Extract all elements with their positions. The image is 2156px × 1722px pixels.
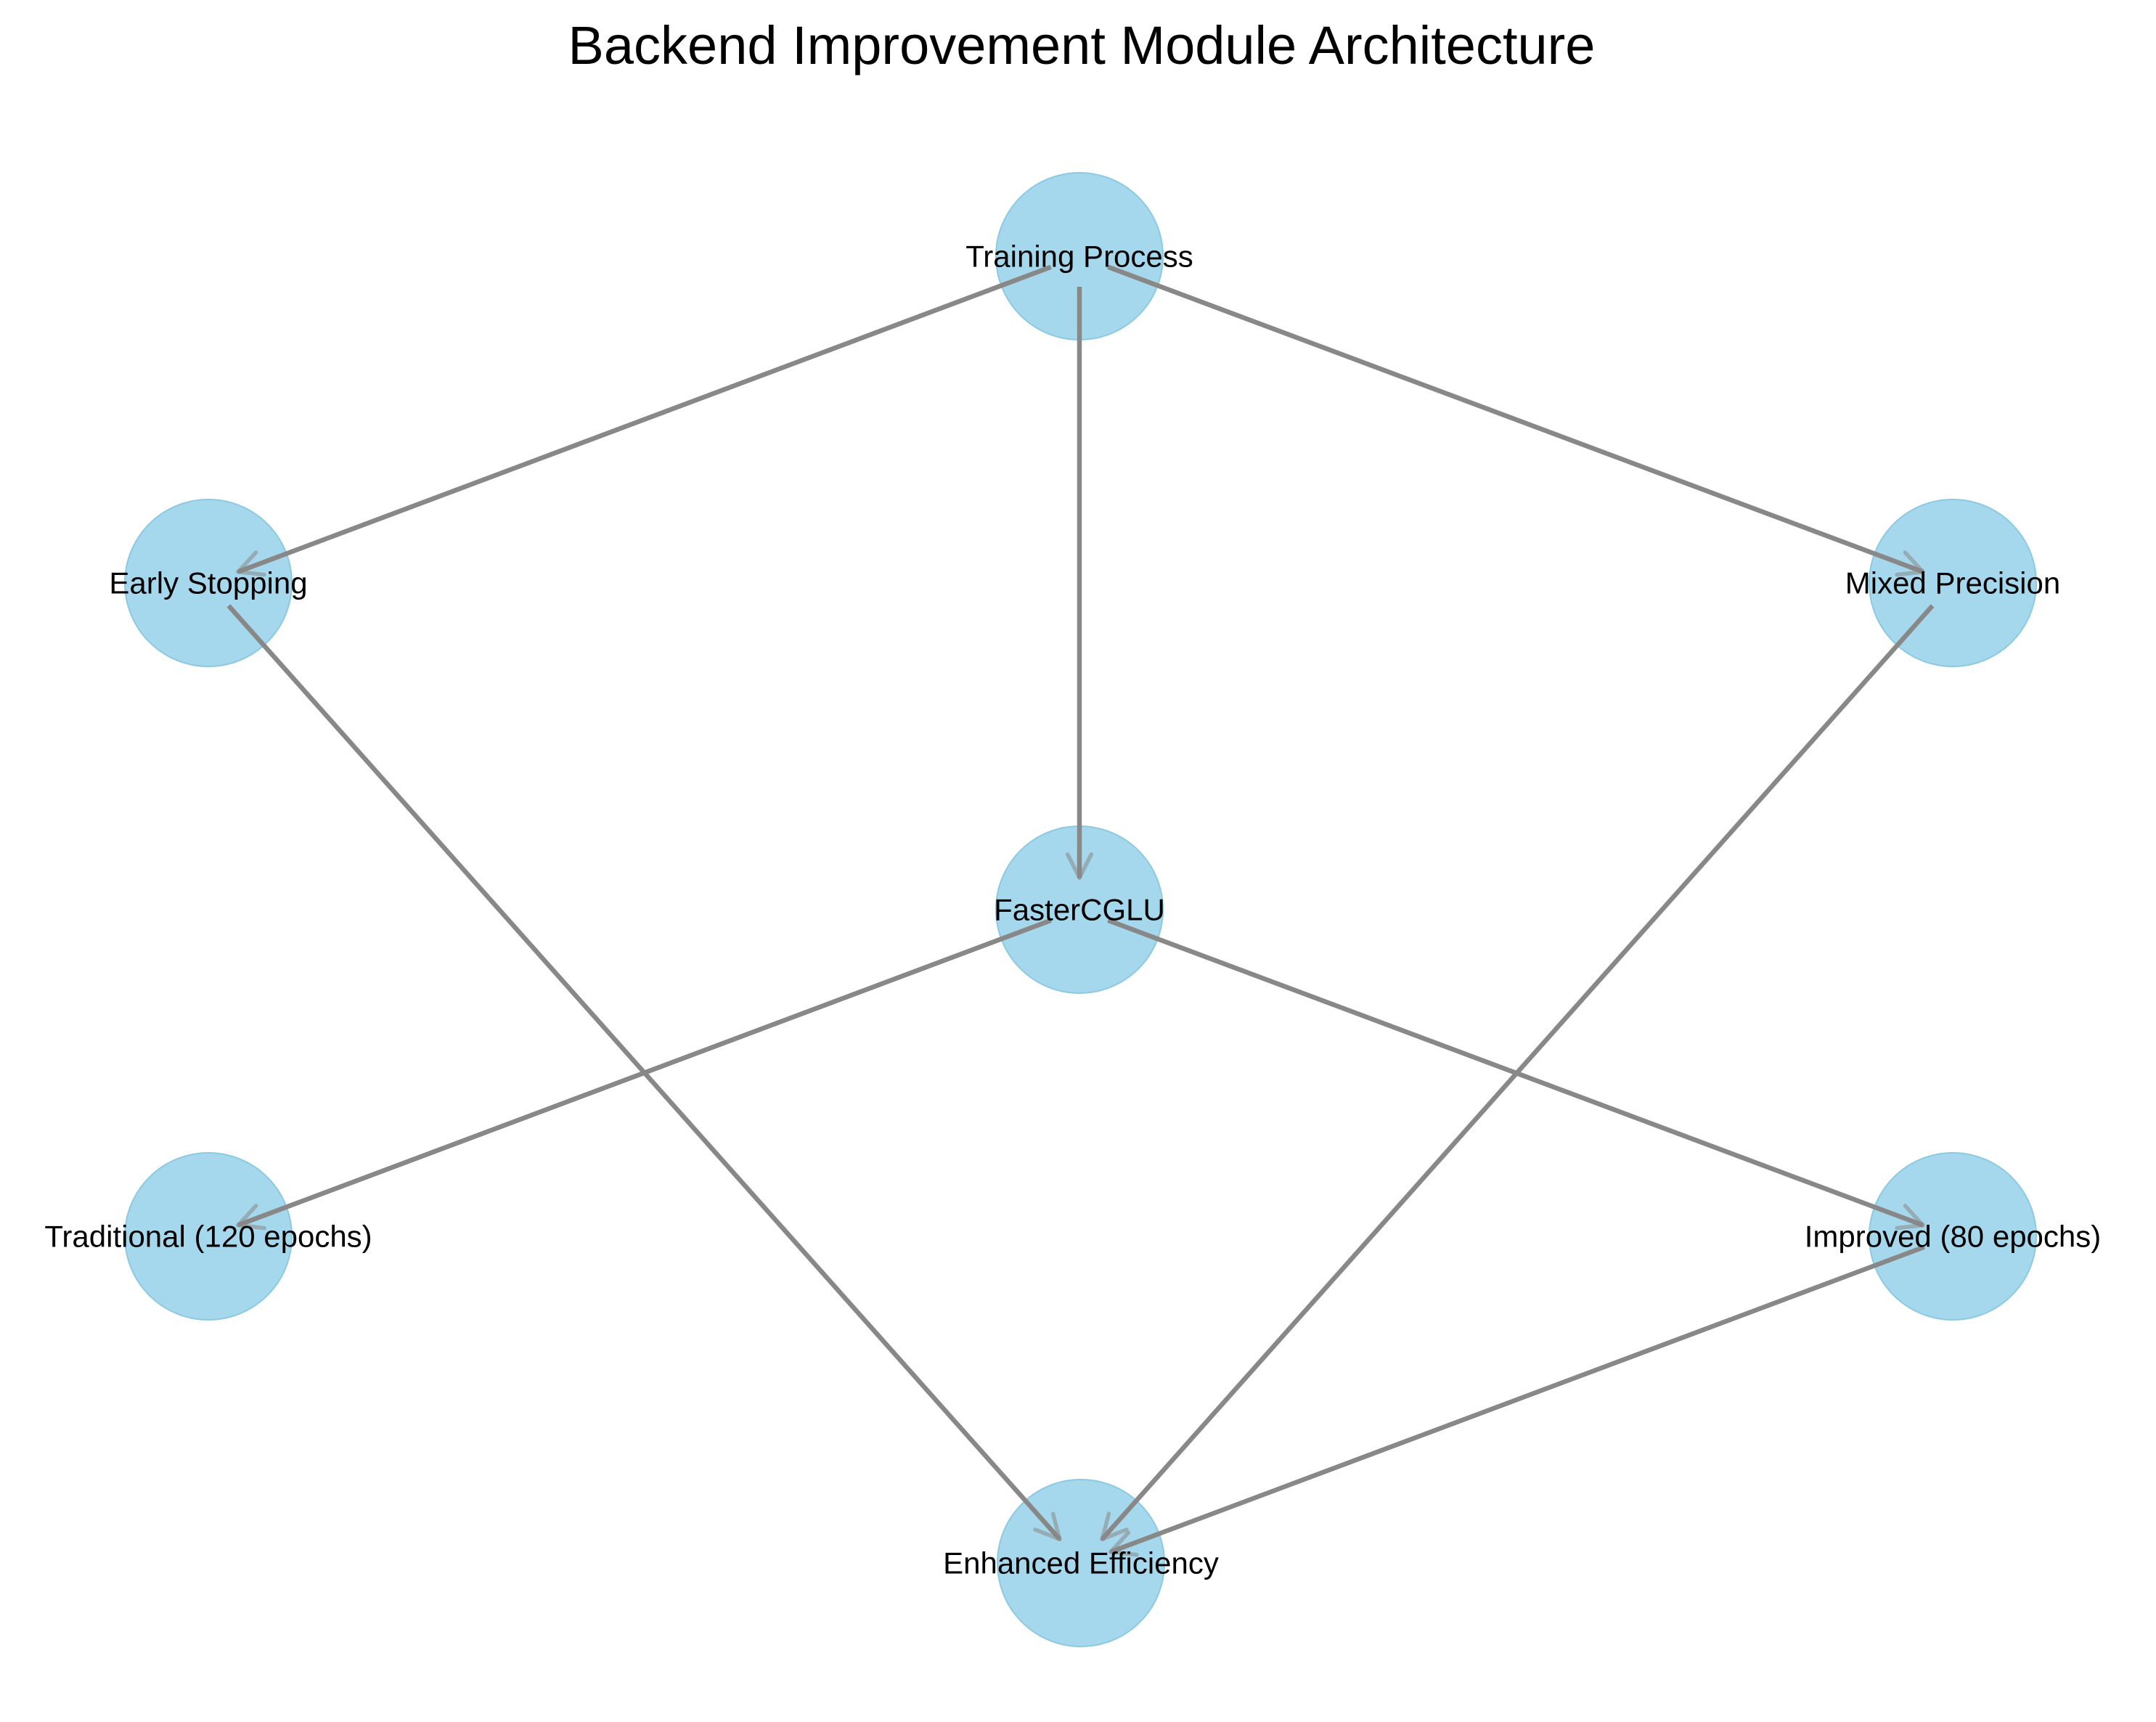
node-label-enhanced: Enhanced Efficiency	[943, 1546, 1219, 1580]
edge-arrowhead-training-to-mixed	[1903, 550, 1925, 574]
node-label-traditional: Traditional (120 epochs)	[44, 1220, 372, 1254]
edge-arrowhead-mixed-to-enhanced	[1100, 1511, 1111, 1541]
diagram-title: Backend Improvement Module Architecture	[568, 15, 1596, 76]
node-label-mixed: Mixed Precision	[1845, 566, 2060, 600]
edge-arrowhead-improved-to-enhanced	[1108, 1530, 1131, 1554]
node-label-improved: Improved (80 epochs)	[1805, 1220, 2102, 1254]
edge-arrowhead-training-to-early	[236, 569, 266, 577]
node-circle-traditional	[124, 1152, 293, 1321]
nodes-layer	[124, 172, 2037, 1647]
edge-arrowhead-mixed-to-enhanced	[1100, 1527, 1129, 1541]
edge-line-training-to-mixed	[1107, 264, 1924, 574]
edge-arrowhead-training-to-fastercglu	[1065, 852, 1082, 880]
node-circle-enhanced	[997, 1479, 1165, 1647]
edges-layer	[226, 264, 1935, 1557]
edge-line-improved-to-enhanced	[1110, 1244, 1925, 1554]
node-label-training: Training Process	[965, 240, 1193, 274]
edge-arrowhead-fastercglu-to-improved	[1895, 1223, 1925, 1231]
edge-line-early-to-enhanced	[226, 604, 1062, 1541]
edge-arrowhead-fastercglu-to-improved	[1903, 1204, 1925, 1228]
edge-arrowhead-fastercglu-to-traditional	[236, 1204, 258, 1228]
node-circle-early	[124, 499, 293, 667]
edge-line-training-to-early	[237, 264, 1052, 574]
node-circle-improved	[1869, 1152, 2037, 1321]
edge-arrowhead-training-to-mixed	[1895, 569, 1925, 577]
edge-arrowhead-early-to-enhanced	[1050, 1511, 1062, 1541]
node-circle-mixed	[1869, 499, 2037, 667]
node-label-fastercglu: FasterCGLU	[994, 893, 1165, 927]
edge-arrowhead-training-to-fastercglu	[1077, 852, 1094, 880]
edge-line-mixed-to-enhanced	[1100, 604, 1935, 1541]
edge-arrowhead-training-to-early	[236, 550, 258, 574]
node-label-early: Early Stopping	[109, 566, 307, 600]
edge-arrowhead-improved-to-enhanced	[1108, 1549, 1139, 1557]
edge-arrowhead-fastercglu-to-traditional	[236, 1223, 266, 1231]
edge-arrowhead-early-to-enhanced	[1033, 1527, 1062, 1541]
